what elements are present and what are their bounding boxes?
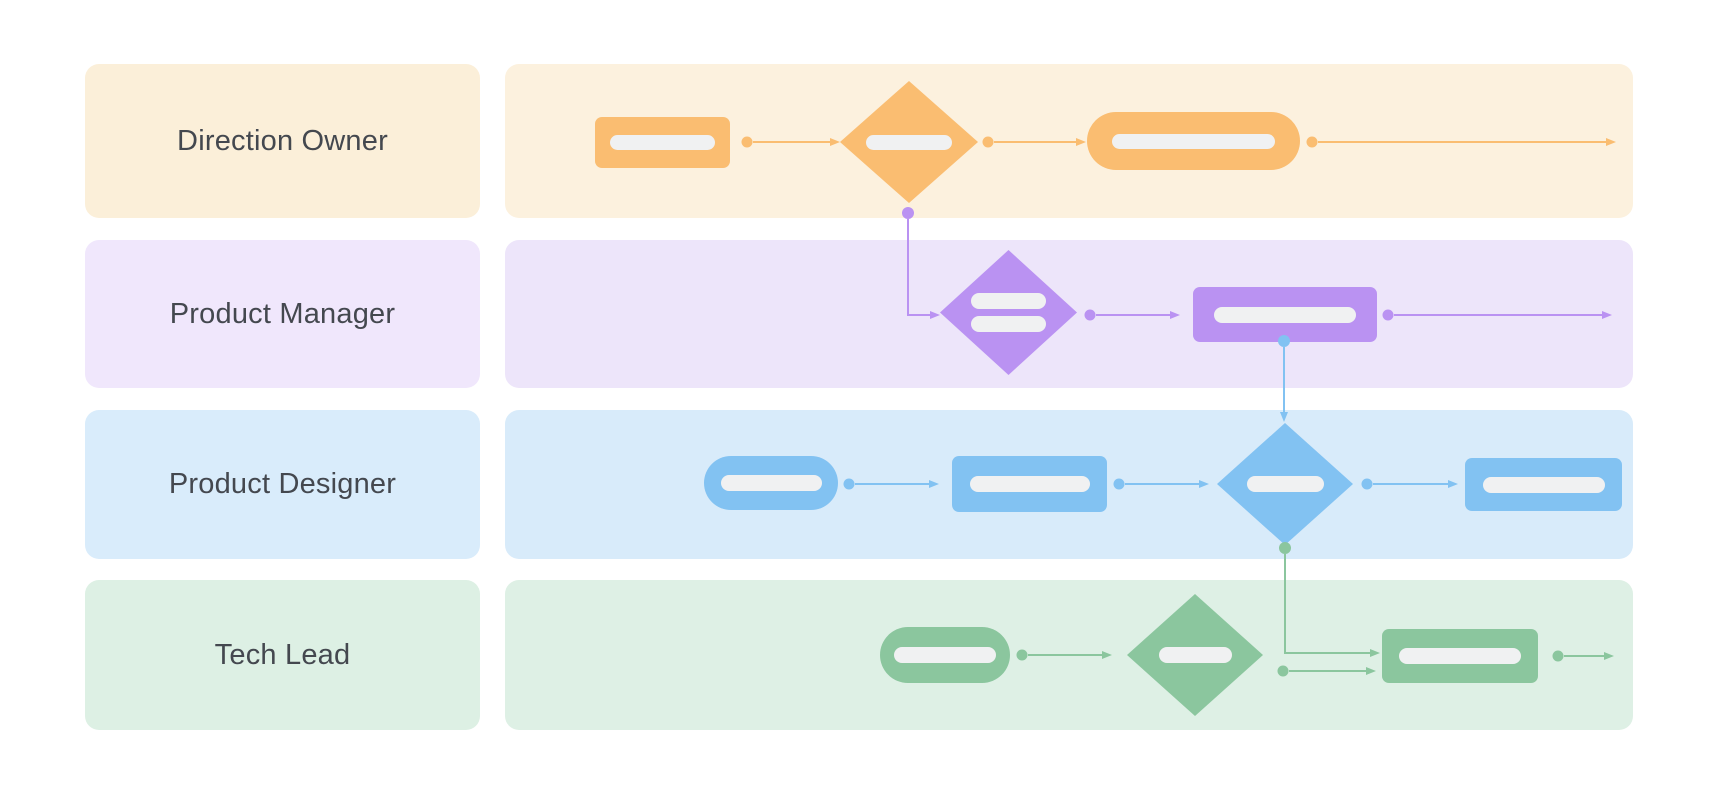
text-placeholder bbox=[1482, 476, 1605, 493]
process-node-tech-lead[interactable] bbox=[1382, 629, 1538, 683]
lane-label-direction-owner[interactable]: Direction Owner bbox=[85, 64, 480, 218]
lane-band-direction-owner bbox=[505, 64, 1633, 218]
lane-label-product-designer[interactable]: Product Designer bbox=[85, 410, 480, 559]
terminator-node-product-designer[interactable] bbox=[704, 456, 838, 510]
lane-label-tech-lead[interactable]: Tech Lead bbox=[85, 580, 480, 730]
process-node-2-product-designer[interactable] bbox=[1465, 458, 1622, 511]
terminator-node-tech-lead[interactable] bbox=[880, 627, 1010, 683]
text-placeholder bbox=[1214, 306, 1356, 323]
process-node-direction-owner[interactable] bbox=[595, 117, 730, 168]
text-placeholder bbox=[720, 475, 822, 491]
text-placeholder bbox=[1246, 476, 1324, 492]
lane-band-product-designer bbox=[505, 410, 1633, 559]
text-placeholder bbox=[971, 316, 1046, 332]
text-placeholder bbox=[1158, 647, 1232, 663]
text-placeholder bbox=[969, 476, 1090, 492]
text-placeholder bbox=[894, 647, 996, 663]
decision-node-direction-owner[interactable] bbox=[840, 81, 978, 203]
lane-band-tech-lead bbox=[505, 580, 1633, 730]
text-placeholder bbox=[610, 135, 715, 150]
lane-band-product-manager bbox=[505, 240, 1633, 388]
terminator-node-direction-owner[interactable] bbox=[1087, 112, 1300, 170]
text-placeholder bbox=[866, 134, 952, 150]
text-placeholder bbox=[971, 293, 1046, 309]
text-placeholder bbox=[1399, 648, 1521, 664]
decision-node-product-designer[interactable] bbox=[1217, 423, 1353, 545]
lane-label-product-manager[interactable]: Product Manager bbox=[85, 240, 480, 388]
decision-node-tech-lead[interactable] bbox=[1127, 594, 1263, 716]
process-node-product-designer[interactable] bbox=[952, 456, 1107, 512]
text-placeholder bbox=[1112, 133, 1275, 149]
process-node-product-manager[interactable] bbox=[1193, 287, 1377, 342]
decision-node-product-manager[interactable] bbox=[940, 250, 1077, 375]
